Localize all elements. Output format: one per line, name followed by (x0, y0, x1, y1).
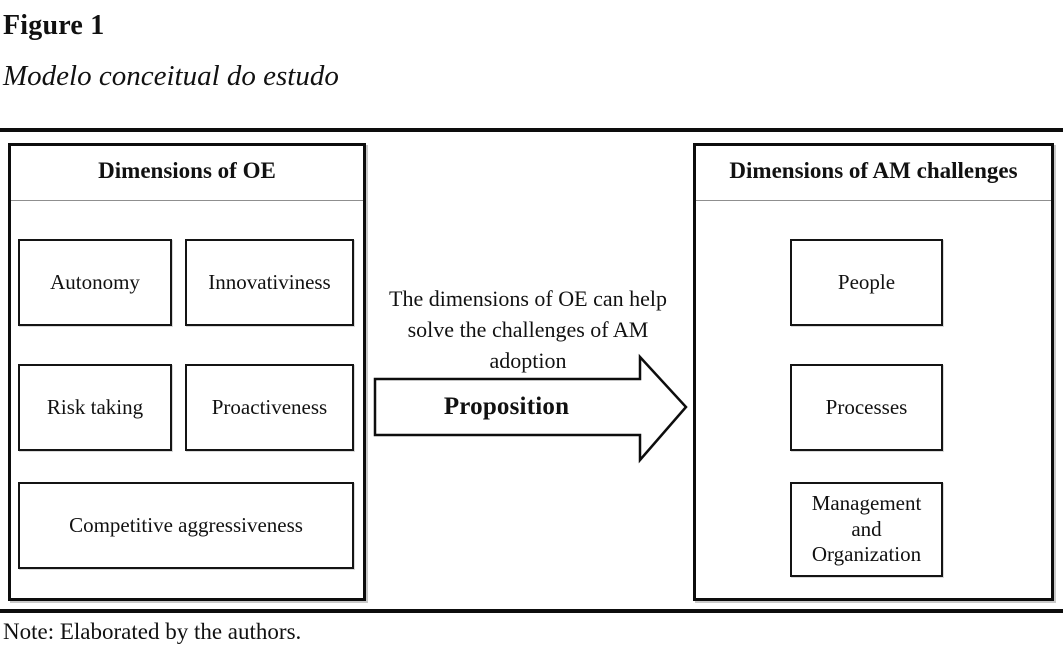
oe-box-competitive-aggressiveness: Competitive aggressiveness (18, 482, 354, 569)
oe-box-risk-taking: Risk taking (18, 364, 172, 451)
am-panel: Dimensions of AM challenges People Proce… (693, 143, 1054, 601)
right-arrow-icon (373, 352, 691, 466)
am-box-processes: Processes (790, 364, 943, 451)
figure-note: Note: Elaborated by the authors. (3, 619, 302, 644)
am-panel-divider (696, 200, 1051, 201)
oe-box-innovativiness: Innovativiness (185, 239, 354, 326)
proposition-description: The dimensions of OE can help solve the … (389, 286, 667, 373)
am-box-people: People (790, 239, 943, 326)
oe-panel-divider (11, 200, 363, 201)
am-box-management-organization: Management and Organization (790, 482, 943, 577)
oe-box-proactiveness: Proactiveness (185, 364, 354, 451)
oe-panel: Dimensions of OE Autonomy Innovativiness… (8, 143, 366, 601)
figure-subtitle: Modelo conceitual do estudo (3, 60, 339, 92)
oe-panel-title: Dimensions of OE (98, 158, 276, 183)
figure-label: Figure 1 (3, 10, 105, 41)
bottom-rule (0, 609, 1063, 613)
proposition-arrow-label: Proposition (443, 393, 570, 420)
oe-box-autonomy: Autonomy (18, 239, 172, 326)
am-panel-title: Dimensions of AM challenges (729, 158, 1018, 183)
top-rule (0, 128, 1063, 132)
